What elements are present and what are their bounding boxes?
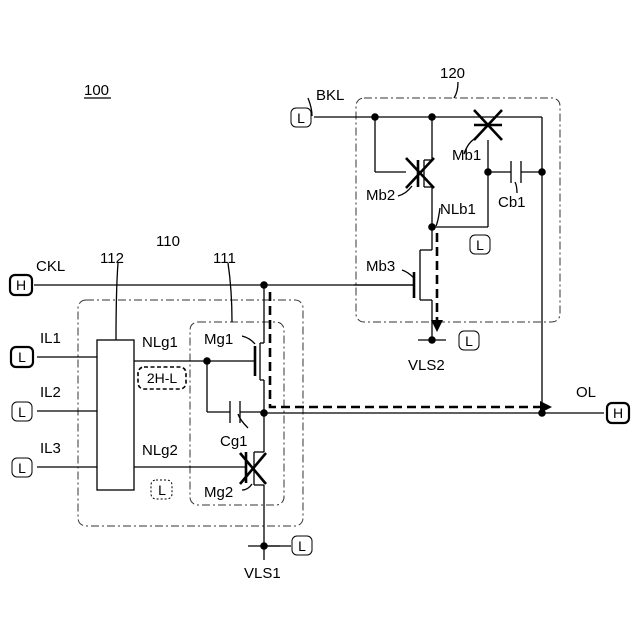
svg-text:L: L <box>476 237 484 253</box>
cb1-label: Cb1 <box>498 194 526 211</box>
svg-text:L: L <box>18 349 26 365</box>
svg-text:L: L <box>465 333 473 349</box>
svg-text:H: H <box>16 277 26 293</box>
transistor-mg2 <box>240 452 266 485</box>
svg-text:L: L <box>18 460 26 476</box>
ol-label: OL <box>576 384 596 401</box>
svg-text:L: L <box>297 110 305 126</box>
il1-label: IL1 <box>40 330 61 347</box>
block-112 <box>97 340 134 490</box>
circuit-ref-label: 110 <box>156 233 180 250</box>
level-badge-vls1: L <box>292 536 312 555</box>
transistor-mb1 <box>474 110 502 140</box>
leader-lines <box>116 82 517 490</box>
logic-ref-label: 112 <box>100 250 124 267</box>
nlg2-label: NLg2 <box>142 442 178 459</box>
il3-label: IL3 <box>40 440 61 457</box>
mg2-label: Mg2 <box>204 484 233 501</box>
transistor-mb2 <box>406 158 434 188</box>
vls1-label: VLS1 <box>244 565 281 582</box>
level-badge-nlg1: 2H-L <box>138 367 186 389</box>
signal-path <box>270 233 552 413</box>
booster-ref-label: 120 <box>440 65 465 82</box>
svg-text:2H-L: 2H-L <box>147 370 178 386</box>
vls2-label: VLS2 <box>408 357 445 374</box>
svg-text:H: H <box>613 405 623 421</box>
level-badge-il2: L <box>12 402 32 421</box>
il2-label: IL2 <box>40 384 61 401</box>
figure-ref-label: 100 <box>84 82 109 99</box>
svg-text:L: L <box>18 404 26 420</box>
ckl-label: CKL <box>36 258 65 275</box>
svg-text:L: L <box>158 482 166 498</box>
mg1-label: Mg1 <box>204 331 233 348</box>
level-badge-vls2: L <box>459 331 479 350</box>
capacitor-cb1 <box>511 161 521 183</box>
level-badge-nlb1: L <box>470 235 490 254</box>
cg1-label: Cg1 <box>220 433 248 450</box>
level-badge-il1: L <box>11 347 33 367</box>
mb3-label: Mb3 <box>366 258 395 275</box>
transistor-mg1 <box>255 343 264 380</box>
level-badge-ckl: H <box>10 275 32 295</box>
capacitor-cg1 <box>230 401 240 423</box>
level-badge-il3: L <box>12 458 32 477</box>
level-badge-bkl: L <box>291 108 311 127</box>
mb1-label: Mb1 <box>452 147 481 164</box>
mb2-label: Mb2 <box>366 187 395 204</box>
svg-text:L: L <box>298 538 306 554</box>
buffer-ref-label: 111 <box>213 250 236 267</box>
bkl-label: BKL <box>316 87 344 104</box>
nlg1-label: NLg1 <box>142 334 178 351</box>
level-badge-ol: H <box>607 403 629 423</box>
level-badge-nlg2: L <box>151 480 172 499</box>
nlb1-label: NLb1 <box>440 201 476 218</box>
